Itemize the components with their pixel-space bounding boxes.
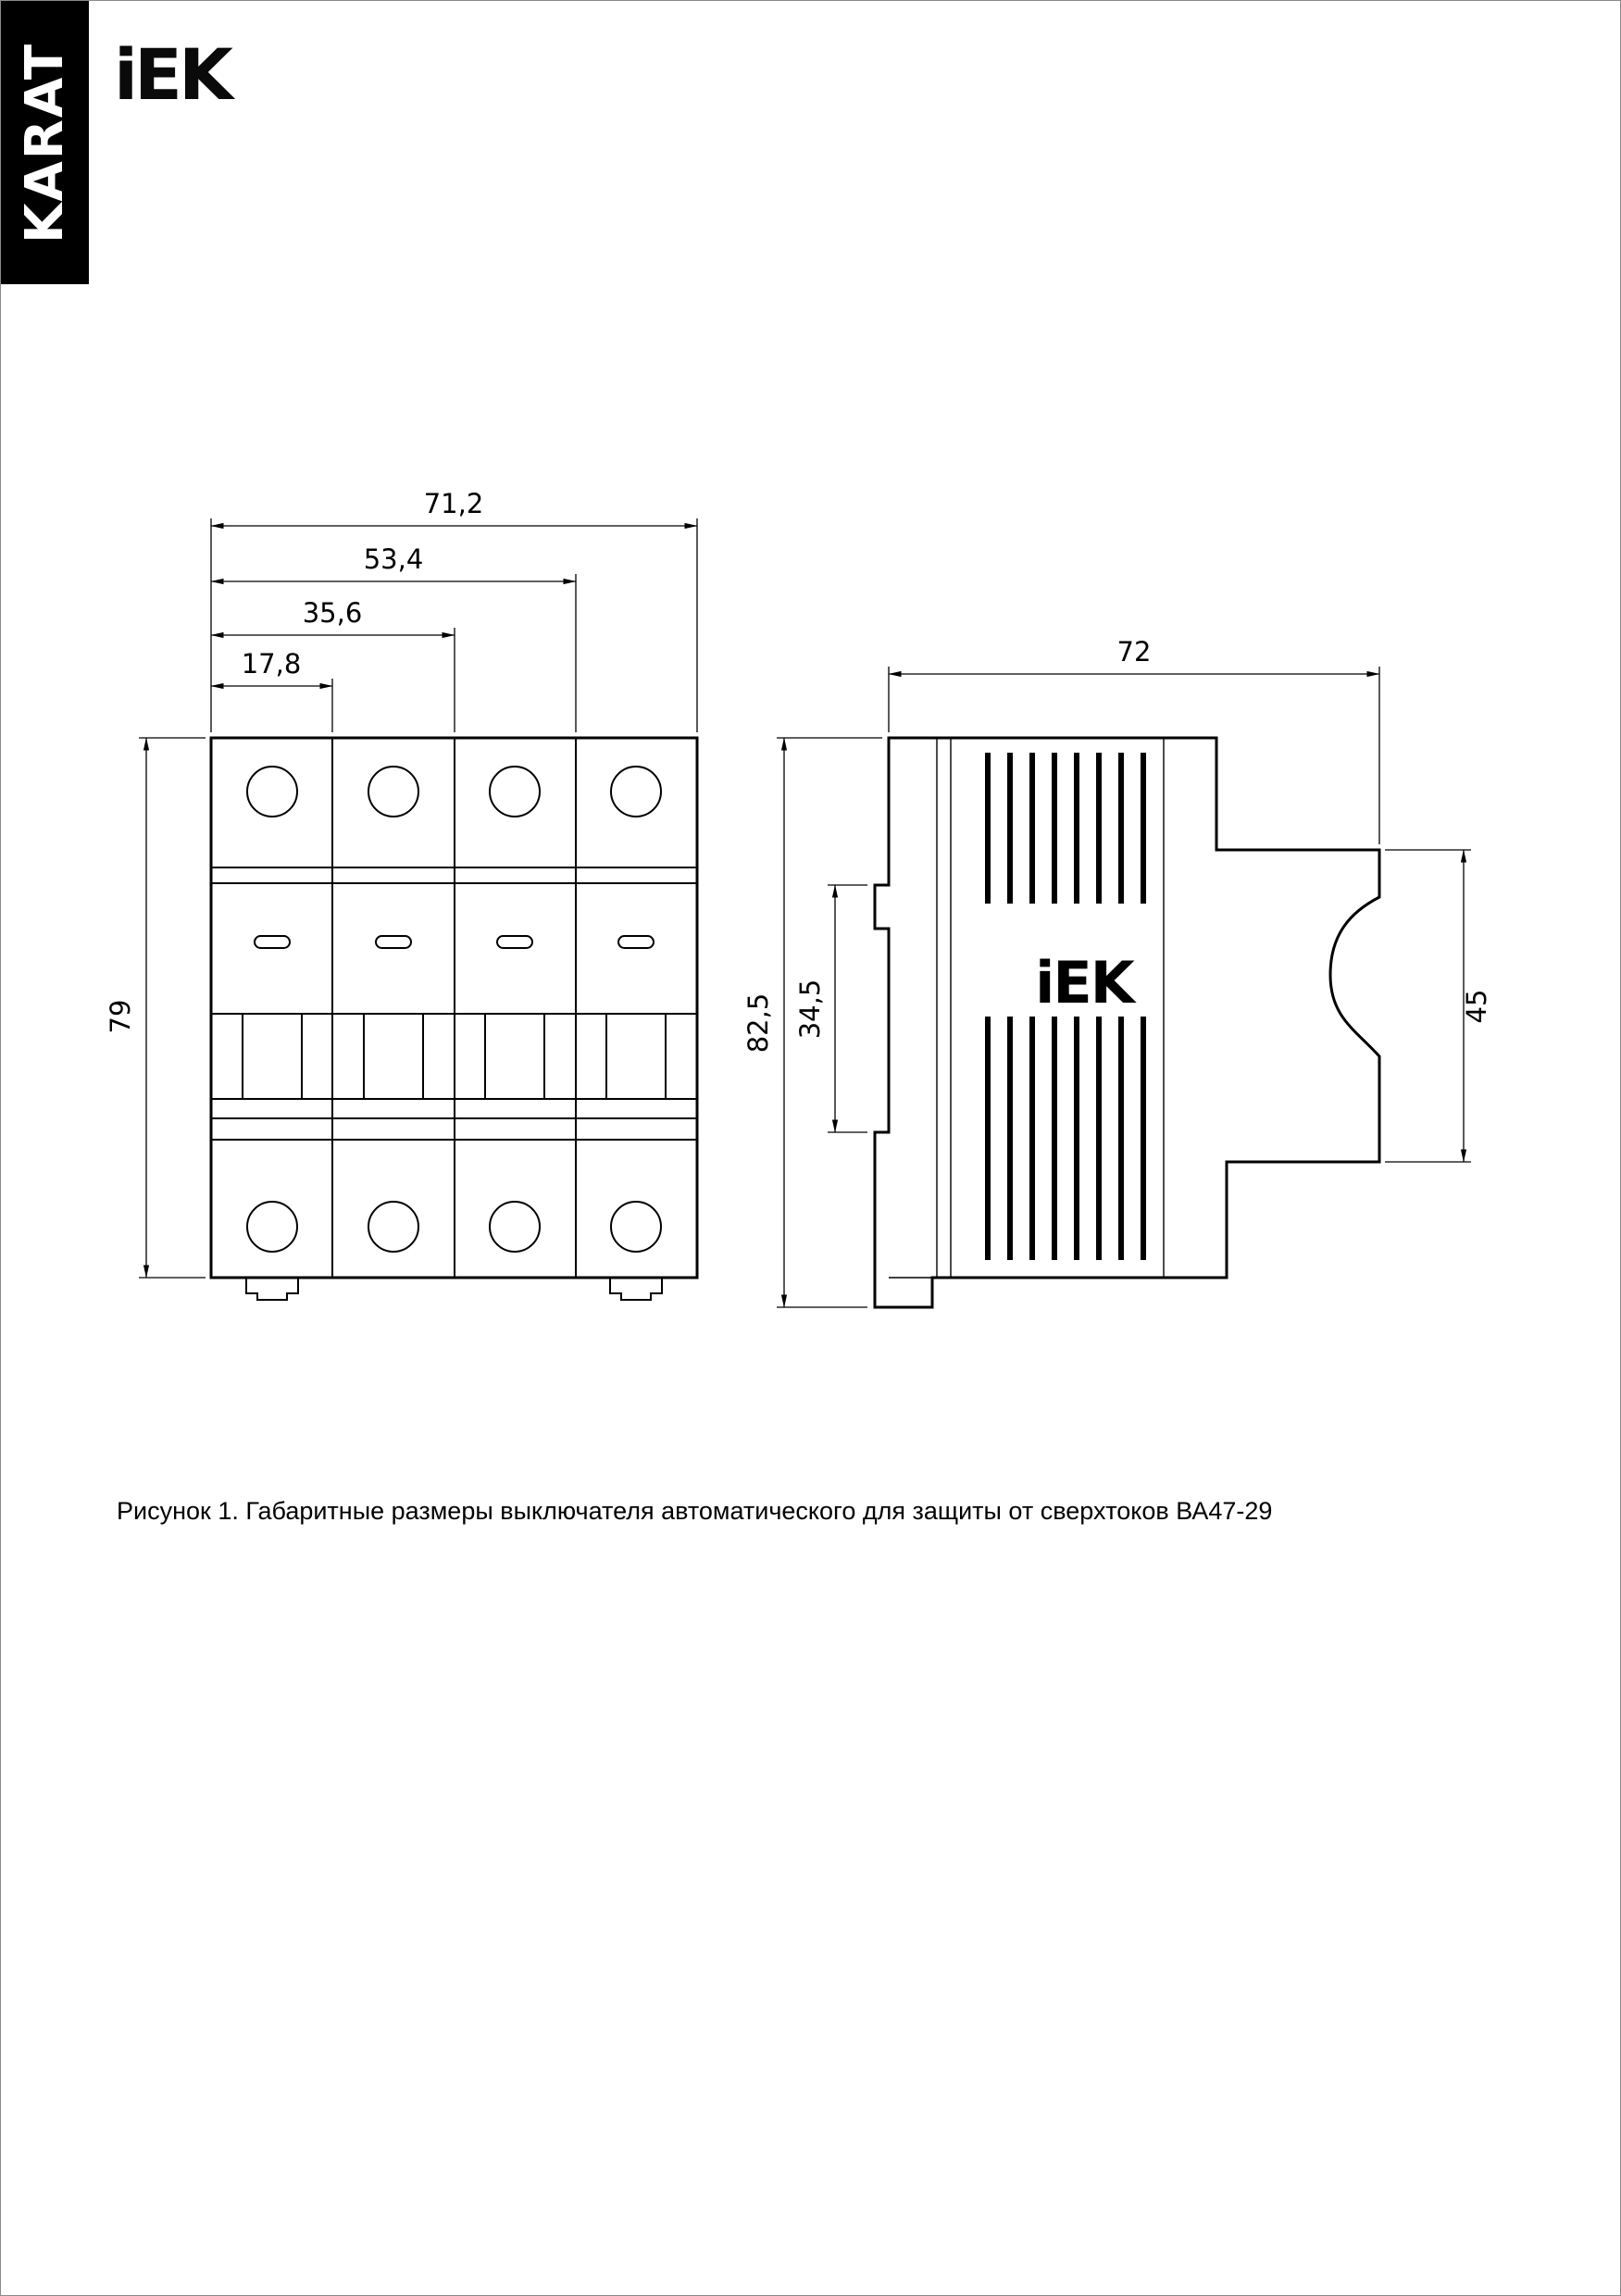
front-width-1-module-label: 17,8 [242,648,302,680]
side-total-height-label: 82,5 [742,993,774,1054]
side-view-seams [889,738,1165,1279]
side-embossed-iek-logo: iEK [1035,949,1137,1017]
side-view-ribs-bottom [985,1017,1146,1260]
side-din-slot-height-label: 34,5 [794,980,826,1040]
switch-handles [242,1013,667,1100]
karat-banner: KARAT [1,1,89,284]
din-rail-clips [245,1278,663,1301]
front-width-2-modules-label: 35,6 [303,597,363,629]
front-total-width-label: 71,2 [424,488,484,519]
front-view-dimensions: 71,2 53,4 35,6 17,8 79 [105,488,698,1279]
figure-caption: Рисунок 1. Габаритные размеры выключател… [117,1497,1273,1525]
front-view [209,736,699,1301]
module-seams [331,738,577,1278]
side-view-ribs-top [985,753,1146,904]
side-view-dimensions: 72 82,5 34,5 45 [742,636,1492,1308]
side-front-height-label: 45 [1461,990,1492,1024]
front-height-label: 79 [105,1000,136,1034]
side-view: iEK [873,736,1381,1309]
label-windows [254,935,655,949]
bottom-terminal-screws [246,1201,662,1253]
top-terminal-screws [246,766,662,817]
side-view-outline [873,736,1381,1309]
iek-logo-text: iEK [114,33,233,116]
side-depth-label: 72 [1117,636,1152,668]
iek-logo: iEK [114,40,233,110]
front-width-3-modules-label: 53,4 [364,543,424,575]
